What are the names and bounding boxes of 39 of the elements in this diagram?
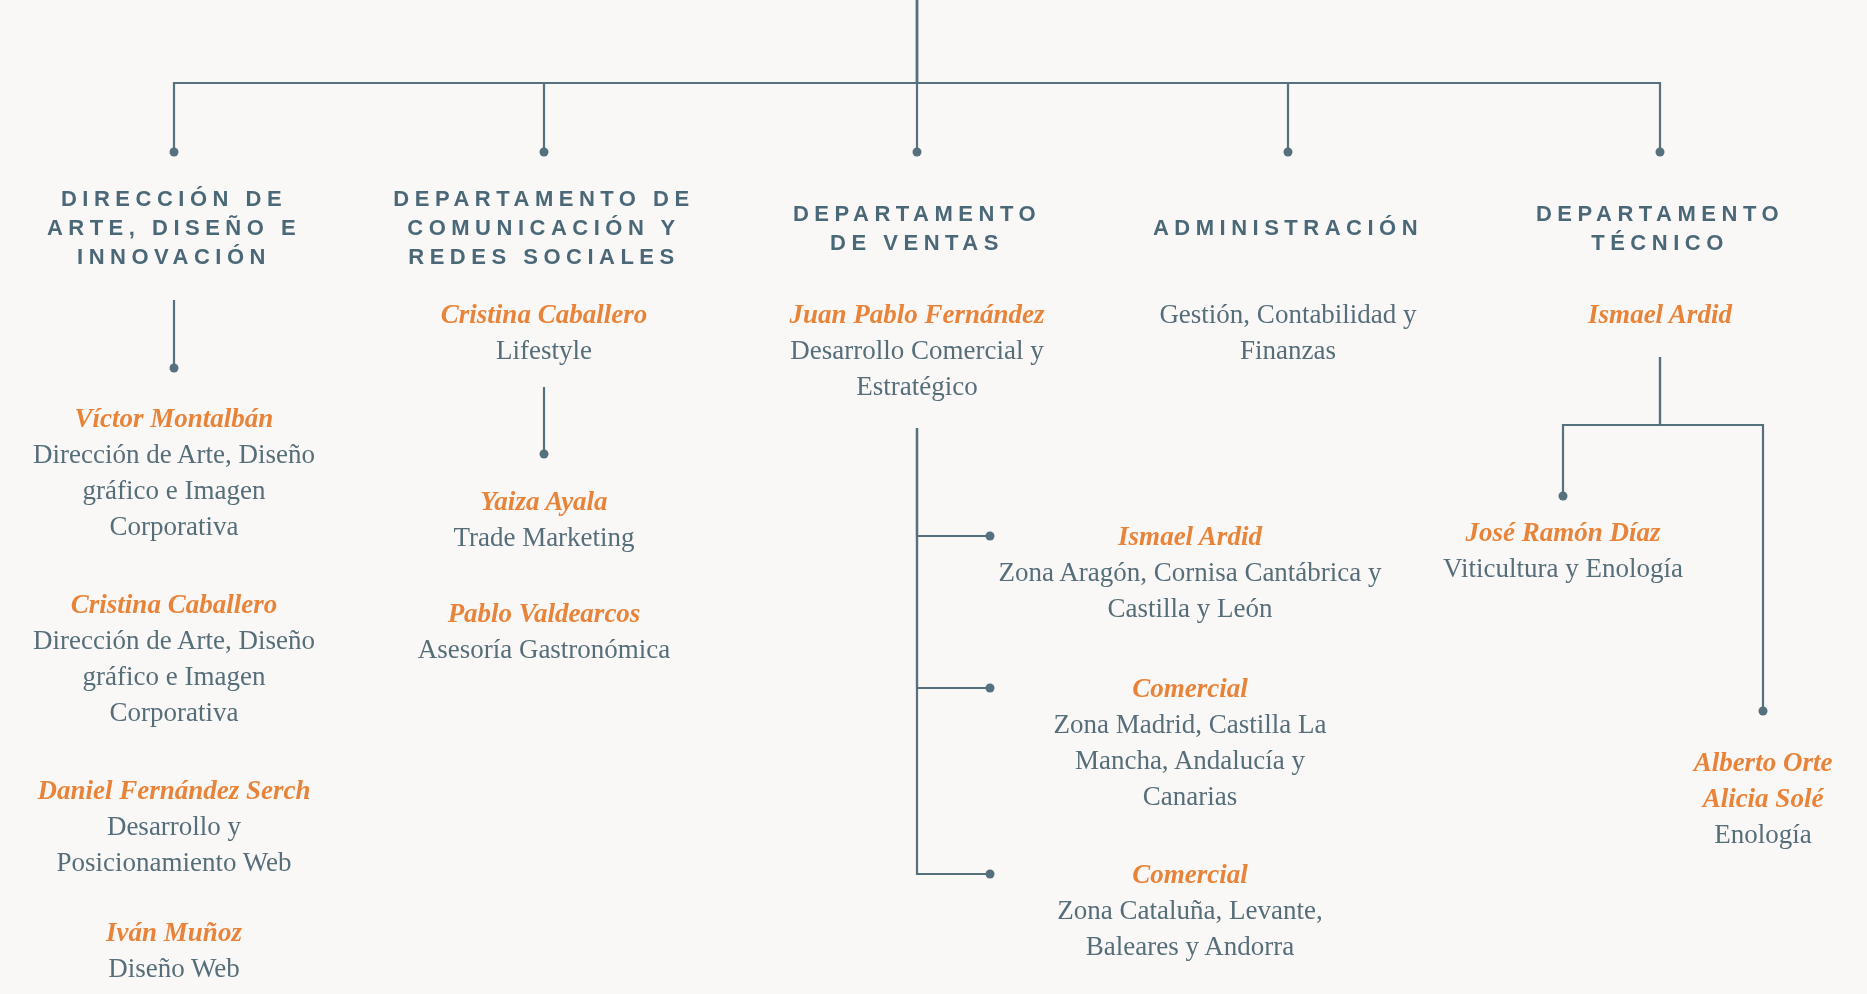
role-text: Enología xyxy=(1713,818,1813,851)
role-text: Dirección de Arte, Diseño gráfico e Imagen Corporativa xyxy=(32,624,316,729)
role-text: Viticultura y Enología xyxy=(1442,552,1684,585)
department-heading: DEPARTAMENTO DE COMUNICACIÓN Y REDES SOCIALES xyxy=(392,185,696,271)
role-text: Desarrollo y Posicionamiento Web xyxy=(55,810,293,879)
person-name: Cristina Caballero xyxy=(69,588,279,621)
person-name: Alicia Solé xyxy=(1700,782,1825,815)
role-text: Asesoría Gastronómica xyxy=(416,633,672,666)
person-name: Juan Pablo Fernández xyxy=(788,298,1046,331)
role-text: Zona Madrid, Castilla La Mancha, Andalucía y Canarias xyxy=(1052,708,1328,813)
person-name: Iván Muñoz xyxy=(104,916,243,949)
connector-line xyxy=(539,387,549,459)
person-name: Yaiza Ayala xyxy=(479,485,609,518)
role-text: Lifestyle xyxy=(495,334,593,367)
department-heading: DIRECCIÓN DE ARTE, DISEÑO E INNOVACIÓN xyxy=(45,185,303,271)
role-text: Dirección de Arte, Diseño gráfico e Imagen Corporativa xyxy=(32,438,316,543)
role-text: Zona Cataluña, Levante, Baleares y Andorra xyxy=(1056,894,1324,963)
connector-line xyxy=(169,300,179,373)
connector-line xyxy=(915,0,1665,157)
role-text: Zona Aragón, Cornisa Cantábrica y Castilla y León xyxy=(997,556,1383,625)
person-name: Alberto Orte xyxy=(1691,746,1834,779)
department-heading: DEPARTAMENTO TÉCNICO xyxy=(1534,199,1786,257)
role-text: Diseño Web xyxy=(107,952,241,985)
person-name: Pablo Valdearcos xyxy=(446,597,642,630)
person-name: Ismael Ardid xyxy=(1116,520,1264,553)
role-text: Gestión, Contabilidad y Finanzas xyxy=(1158,298,1418,367)
person-name: Daniel Fernández Serch xyxy=(36,774,312,807)
department-heading: ADMINISTRACIÓN xyxy=(1152,214,1424,242)
department-heading: DEPARTAMENTO DE VENTAS xyxy=(791,199,1043,257)
person-name: José Ramón Díaz xyxy=(1464,516,1662,549)
person-name: Comercial xyxy=(1131,858,1249,891)
person-name: Comercial xyxy=(1131,672,1249,705)
person-name: Ismael Ardid xyxy=(1586,298,1734,331)
connector-line xyxy=(915,428,995,879)
role-text: Desarrollo Comercial y Estratégico xyxy=(789,334,1045,403)
role-text: Trade Marketing xyxy=(452,521,636,554)
person-name: Cristina Caballero xyxy=(439,298,649,331)
person-name: Víctor Montalbán xyxy=(73,402,275,435)
connector-line xyxy=(1658,357,1768,716)
